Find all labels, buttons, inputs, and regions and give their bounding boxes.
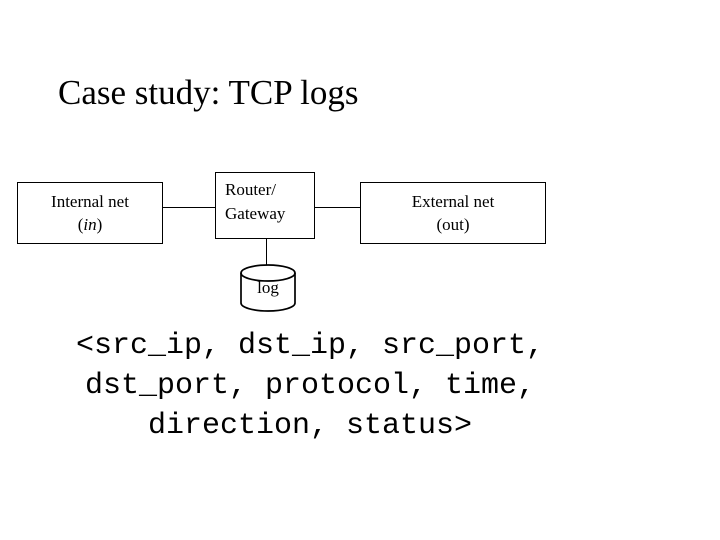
connector-router-to-external: [314, 207, 361, 208]
log-record-format: <src_ip, dst_ip, src_port, dst_port, pro…: [30, 326, 590, 446]
record-format-line-3: direction, status>: [147, 409, 473, 443]
node-router-gateway[interactable]: Router/ Gateway: [215, 172, 315, 239]
node-router-gateway-label-line1: Router/: [225, 180, 276, 199]
node-internal-net[interactable]: Internal net (in): [17, 182, 163, 244]
node-internal-net-label: Internal net: [51, 192, 129, 211]
close-paren: ): [96, 215, 103, 234]
open-paren: (: [77, 215, 84, 234]
page-title: Case study: TCP logs: [58, 73, 359, 112]
record-format-line-1: <src_ip, dst_ip, src_port,: [75, 329, 545, 363]
node-external-net[interactable]: External net (out): [360, 182, 546, 244]
connector-router-to-log: [266, 238, 267, 266]
node-router-gateway-label-line2: Gateway: [225, 204, 286, 223]
node-external-net-label: External net: [411, 192, 495, 211]
connector-internal-to-router: [162, 207, 216, 208]
node-internal-net-sublabel: (in): [18, 213, 162, 236]
node-internal-net-direction: in: [83, 215, 97, 234]
node-log-datastore[interactable]: log: [240, 264, 296, 312]
node-external-net-sublabel: (out): [436, 215, 470, 234]
node-log-datastore-label: log: [257, 278, 279, 297]
cylinder-icon: [240, 264, 296, 312]
record-format-line-2: dst_port, protocol, time,: [84, 369, 536, 403]
